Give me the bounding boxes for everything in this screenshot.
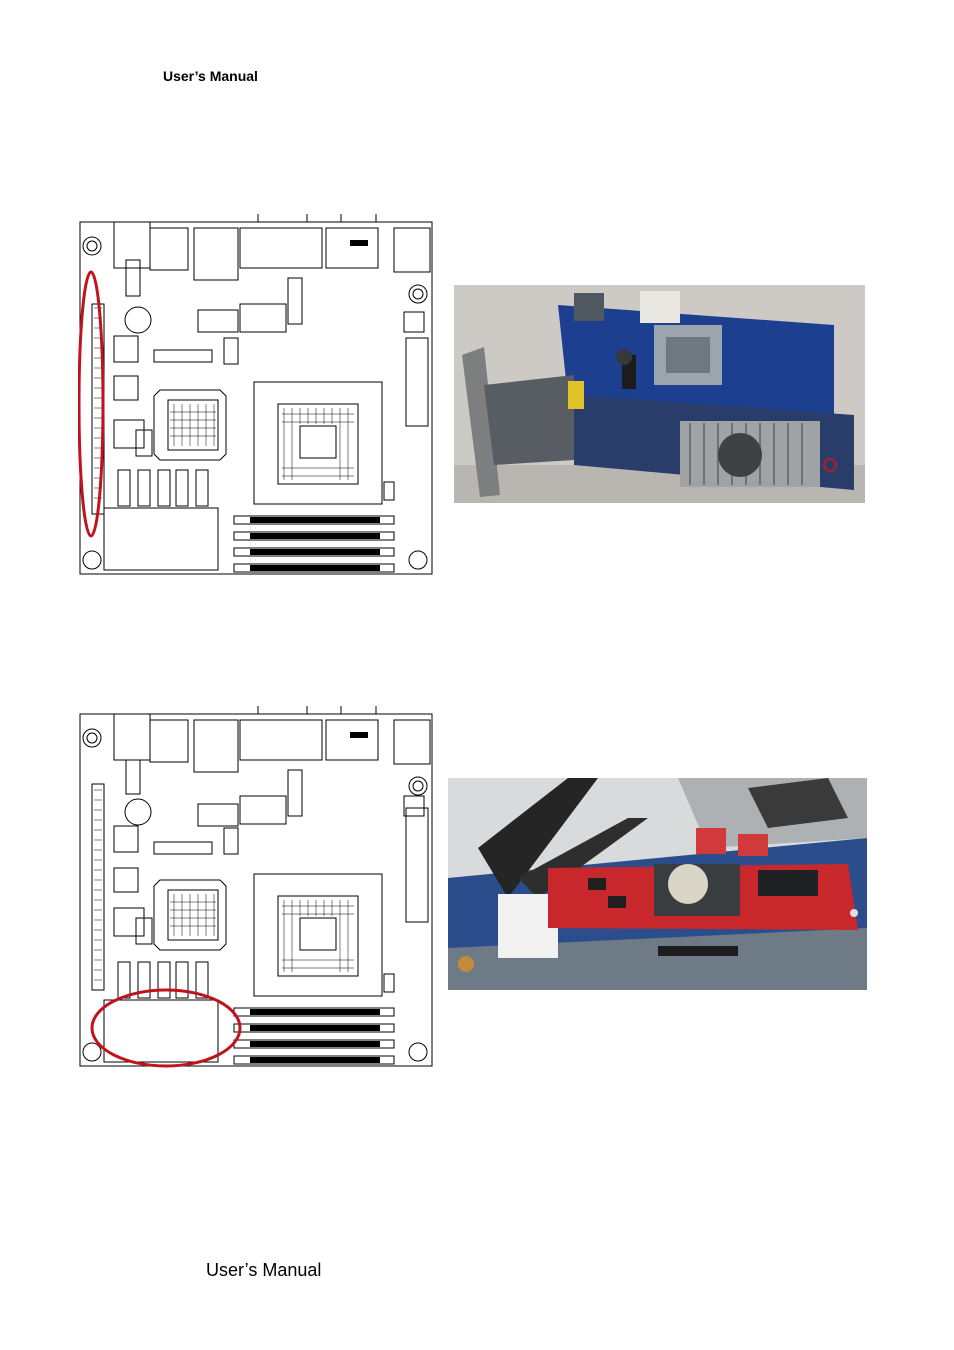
- page-footer-title: User’s Manual: [206, 1260, 321, 1281]
- motherboard-layout-diagram-bottom: [78, 700, 434, 1074]
- board-with-riser-photo: [454, 285, 865, 503]
- mini-pcie-module-photo: [448, 778, 867, 990]
- page-header-title: User’s Manual: [163, 68, 258, 84]
- motherboard-layout-diagram-top: [78, 208, 434, 578]
